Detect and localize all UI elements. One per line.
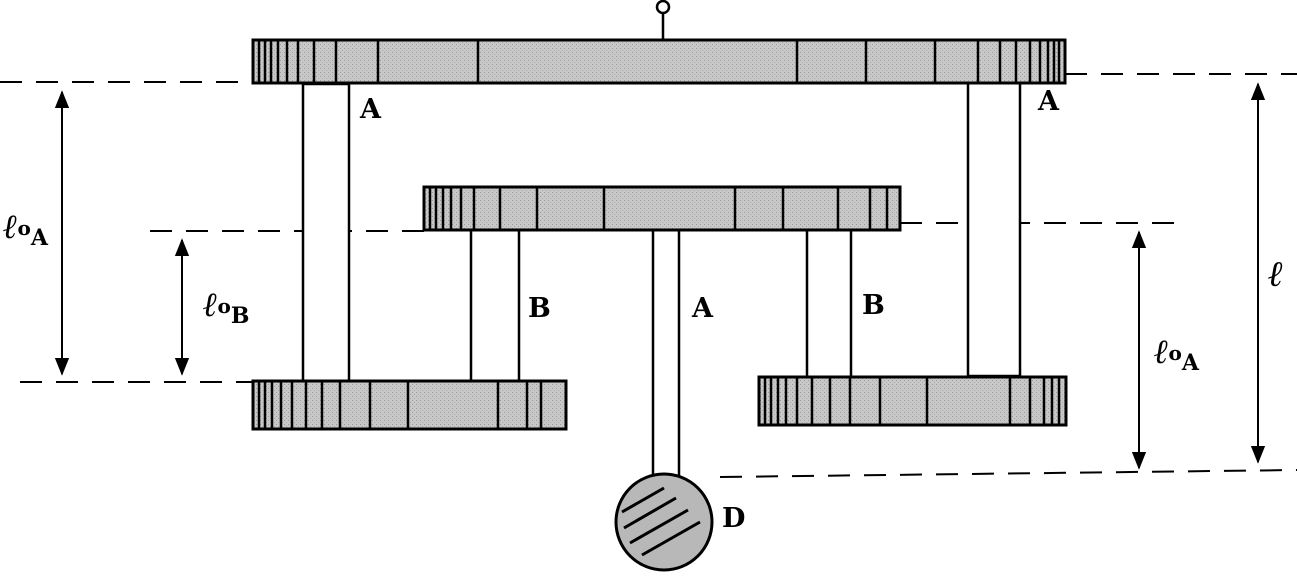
label-wire-b-right: B [862,290,885,321]
label-wire-a-top-right: A [1037,86,1060,117]
mass-ball [614,472,714,572]
label-l0A-right: ℓoA [1154,332,1200,376]
wire-a-right [966,76,1022,378]
middle-bar [422,185,902,232]
wire-b-right [805,224,853,380]
label-wire-a-center: A [691,293,714,324]
label-wire-b-left: B [528,293,551,324]
dimension-arrows [54,82,1266,470]
wire-a-center [651,226,681,480]
lower-left-bar [251,379,568,431]
label-l0A-left: ℓoA [3,207,49,251]
reference-lines [0,73,1297,478]
label-mass-d: D [722,503,745,534]
label-l0B: ℓoB [203,285,249,329]
hanger [655,0,671,40]
hook-ring [655,0,671,15]
ref-line-bottom-right [719,469,1297,478]
label-l-total: ℓ [1268,253,1283,295]
wire-a-left [301,82,351,384]
top-bar [251,38,1067,85]
lower-right-bar [757,375,1068,427]
wire-b-left [469,227,521,383]
label-wire-a-top-left: A [359,94,382,125]
